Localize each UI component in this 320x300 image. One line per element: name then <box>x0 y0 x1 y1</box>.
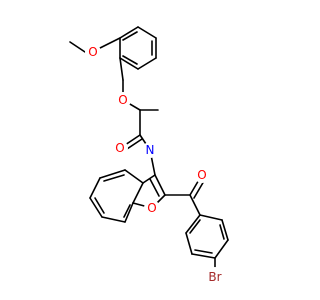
atom-label: O <box>147 201 156 215</box>
molecule-diagram: O O O N O O Br <box>69 26 229 287</box>
bond <box>119 57 139 70</box>
bond <box>149 178 160 197</box>
bond <box>89 197 103 218</box>
atom-label: O <box>88 45 97 59</box>
bond <box>185 214 201 234</box>
atom-n-amide: N <box>142 142 158 158</box>
bond-inner <box>94 197 105 214</box>
atom-o-amide: O <box>112 140 128 156</box>
structure-canvas: O O O N O O Br <box>69 26 229 287</box>
bond-inner <box>189 219 201 234</box>
bond <box>154 174 166 196</box>
bond-inner <box>103 174 125 182</box>
bond <box>89 177 101 199</box>
bond <box>99 37 121 49</box>
bond <box>142 174 156 184</box>
bond <box>124 169 144 184</box>
bond <box>185 232 193 255</box>
bond <box>124 202 134 223</box>
bond <box>132 182 144 204</box>
bond <box>191 253 216 259</box>
bond <box>119 26 139 39</box>
bond <box>189 194 201 216</box>
atom-o-ether: O <box>115 92 131 108</box>
bond <box>101 216 126 223</box>
atom-o-methoxy: O <box>85 44 101 60</box>
atom-label: Br <box>208 270 221 284</box>
atom-label: O <box>115 141 124 155</box>
bond <box>221 219 229 241</box>
bond <box>199 214 223 221</box>
bond <box>69 41 86 53</box>
atom-label: O <box>118 93 127 107</box>
atom-label: N <box>146 143 155 157</box>
atom-o-furan: O <box>144 200 160 216</box>
bond-inner <box>122 31 138 41</box>
bond <box>99 169 126 179</box>
bond-inner <box>122 55 138 65</box>
atom-labels: O O O N O O Br <box>85 44 225 287</box>
bond <box>137 57 157 70</box>
bond <box>119 57 124 81</box>
bond <box>124 134 141 146</box>
bond <box>193 180 205 199</box>
atom-br: Br <box>205 267 225 287</box>
atom-label: O <box>197 168 206 182</box>
bond <box>214 239 229 259</box>
atom-o-ketone: O <box>194 167 210 183</box>
bonds <box>69 26 229 273</box>
bond-inner <box>219 224 225 240</box>
bond <box>137 26 157 39</box>
bond <box>126 138 143 150</box>
bond-inner <box>123 204 131 218</box>
bond-inner <box>194 249 213 254</box>
